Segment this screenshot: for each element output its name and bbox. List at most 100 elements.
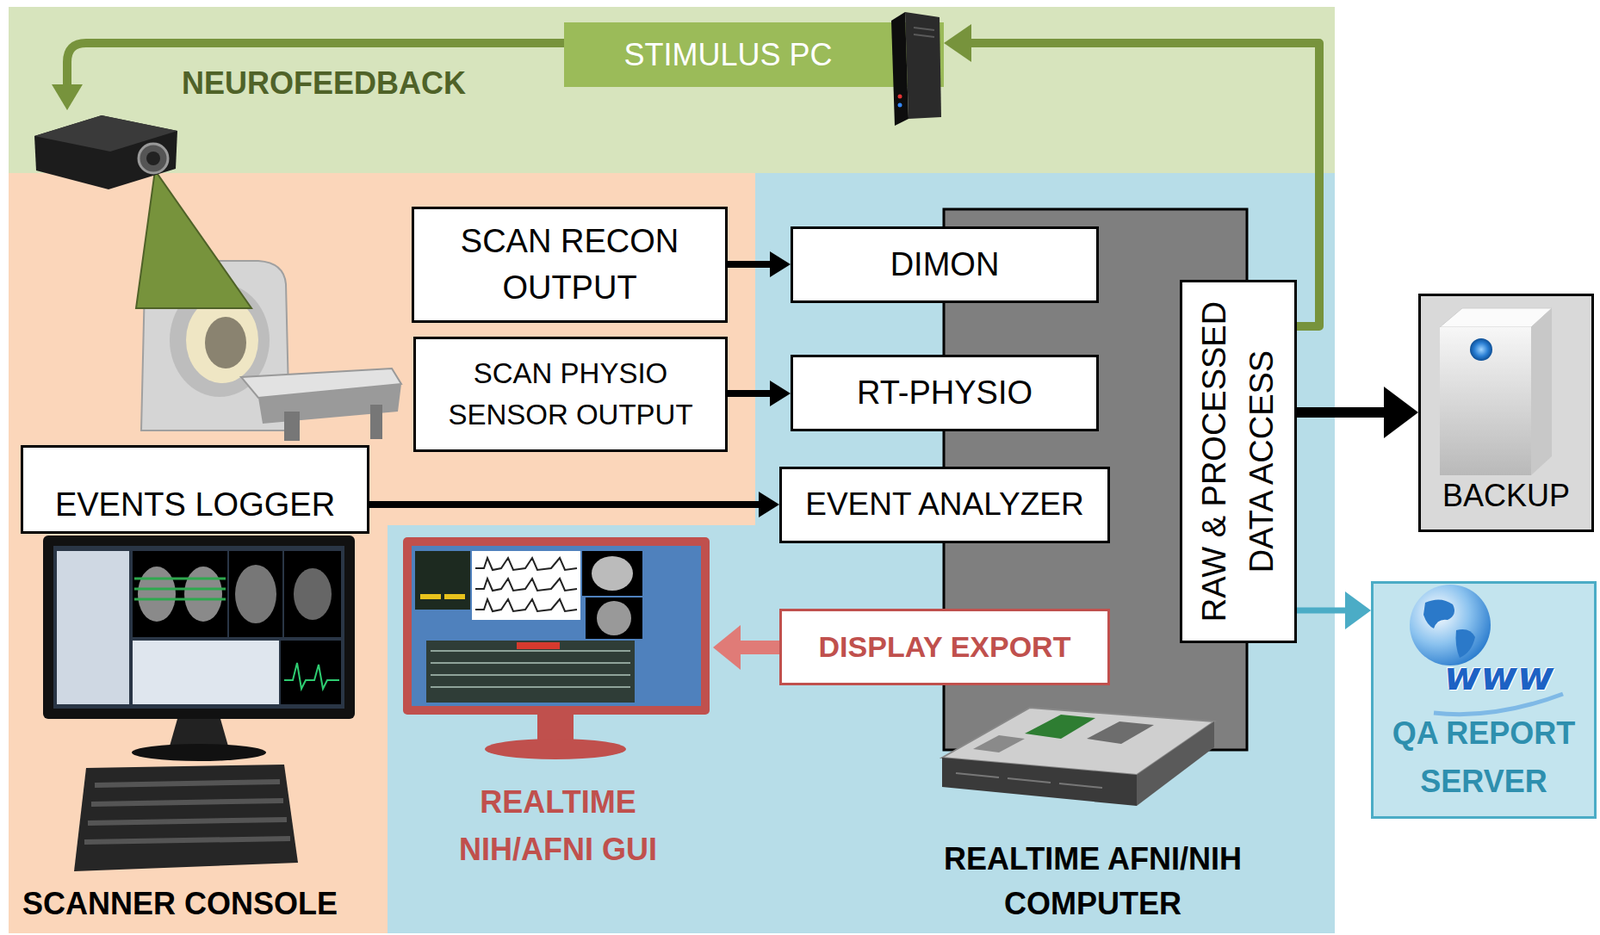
arrow-head	[758, 491, 780, 518]
module-box: EVENT ANALYZER	[779, 466, 1111, 544]
tower-light	[898, 103, 903, 108]
logger-box: EVENTS LOGGER	[20, 445, 370, 534]
server-icon	[942, 707, 1215, 807]
arrow-head	[1345, 591, 1371, 630]
server-box: QA REPORT SERVER	[1370, 581, 1597, 819]
scanner-bore-inner	[204, 316, 247, 369]
neurofeedback-arrow	[51, 43, 569, 111]
connector-arrow	[727, 380, 791, 407]
panel-line	[430, 662, 631, 664]
screen-button	[420, 594, 441, 600]
panel-highlight	[516, 642, 560, 650]
node-text: DISPLAY EXPORT	[818, 629, 1072, 665]
module-box: RT-PHYSIO	[790, 354, 1099, 432]
monitor-frame	[43, 535, 355, 720]
screen-panel	[56, 551, 130, 705]
storage-drive-icon	[1420, 296, 1597, 495]
connector-line	[727, 390, 771, 397]
connector-line	[369, 501, 760, 509]
arrow-head	[713, 625, 741, 670]
server-bay	[955, 773, 999, 778]
graph-window	[471, 551, 581, 621]
scanner-leg	[370, 404, 383, 440]
screen-panel	[415, 551, 471, 610]
connector-arrow	[1296, 591, 1371, 630]
tower-light	[898, 94, 903, 100]
panel-lines	[430, 651, 631, 688]
arrow-head	[769, 251, 791, 278]
brain-slice	[235, 564, 277, 624]
node-text: EVENTS LOGGER	[55, 485, 335, 526]
slice-lines	[134, 578, 226, 600]
computer-label: REALTIME AFNI/NIH COMPUTER	[903, 837, 1283, 927]
module-box: DIMON	[790, 226, 1099, 304]
key-row	[84, 838, 291, 843]
display-export-arrow	[713, 625, 780, 670]
process-box: SCAN PHYSIO SENSOR OUTPUT	[413, 336, 728, 453]
backup-box: BACKUP	[1418, 293, 1594, 533]
node-text: QA REPORT SERVER	[1380, 709, 1588, 807]
arrow-head	[769, 380, 791, 407]
key-rows	[84, 781, 291, 843]
tower-vent	[913, 34, 935, 38]
drive-front	[1439, 327, 1532, 476]
monitor-base	[484, 738, 627, 760]
screen-panel	[132, 640, 280, 705]
graph-trace	[475, 599, 577, 612]
projector-lens-core	[146, 151, 161, 166]
node-text: RT-PHYSIO	[856, 373, 1033, 414]
projection-beam	[136, 170, 252, 309]
slice-line	[134, 577, 226, 581]
realtime-gui-monitor	[403, 537, 710, 760]
stimulus-box: STIMULUS PC	[564, 22, 944, 87]
neurofeedback-band	[8, 6, 1335, 174]
connector-arrow	[1296, 386, 1419, 439]
screen-image	[229, 551, 283, 638]
screen-button	[444, 594, 466, 600]
brain-slice	[184, 566, 223, 622]
monitor-screen	[411, 545, 701, 707]
arrow-head	[51, 84, 83, 111]
node-text: SCAN PHYSIO SENSOR OUTPUT	[424, 353, 717, 436]
console-monitor	[43, 535, 355, 762]
projector-lens	[138, 143, 168, 174]
key-row	[91, 800, 284, 805]
brain-slice	[591, 556, 633, 591]
process-box: SCAN RECON OUTPUT	[411, 206, 728, 323]
data-access-box: RAW & PROCESSED DATA ACCESS	[1179, 279, 1297, 644]
panel-line	[430, 650, 631, 652]
graph-trace	[475, 558, 577, 571]
keyboard-icon	[74, 764, 298, 872]
region-label: SCANNER CONSOLE	[22, 885, 338, 923]
connector-line	[727, 260, 771, 268]
computer-region	[387, 173, 1335, 934]
node-text: SCAN RECON OUTPUT	[422, 218, 717, 311]
node-text: EVENT ANALYZER	[805, 485, 1085, 524]
screen-image	[132, 551, 228, 638]
connector-arrow	[369, 491, 780, 518]
tower-front	[905, 12, 942, 119]
scanner-leg	[284, 411, 300, 441]
arrow-shaft	[738, 640, 780, 655]
server-bay	[1059, 783, 1103, 788]
graph-trace	[475, 578, 577, 591]
server-bay	[1007, 778, 1051, 783]
scanner-bore	[186, 297, 259, 384]
control-panel	[426, 640, 635, 703]
panel-line	[430, 674, 631, 676]
monitor-label: REALTIME NIH/AFNI GUI	[420, 779, 696, 874]
node-text: BACKUP	[1442, 477, 1570, 515]
tower-vent	[913, 27, 935, 31]
arrow-head	[1383, 386, 1419, 439]
computer-tower-icon	[887, 10, 944, 128]
band-label: NEUROFEEDBACK	[181, 64, 466, 102]
slice-line	[134, 598, 226, 602]
keyboard-body	[74, 764, 298, 872]
drive-light	[1469, 338, 1493, 361]
server-bays	[955, 773, 1103, 788]
screen-image	[284, 551, 342, 638]
arrow-head	[943, 24, 972, 63]
monitor-screen	[53, 545, 345, 709]
node-text: RAW & PROCESSED DATA ACCESS	[1190, 290, 1286, 633]
